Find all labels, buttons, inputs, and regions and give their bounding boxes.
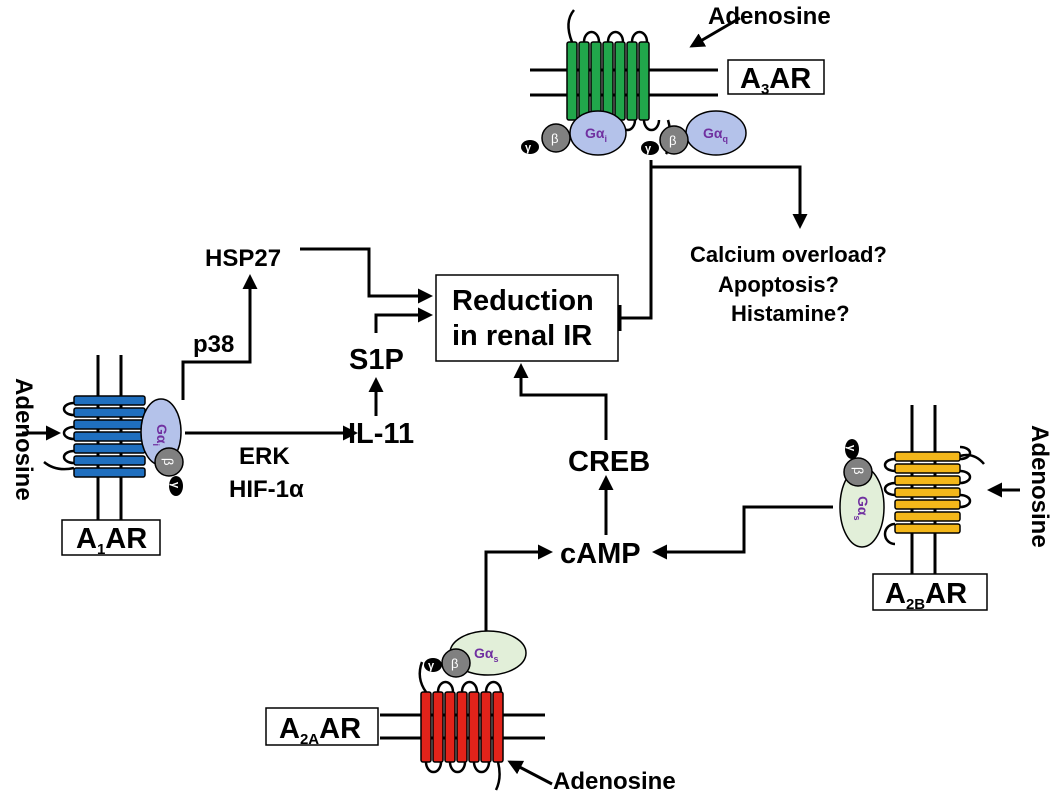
svg-text:β: β [551,131,558,146]
reduction-label-line1: Reduction [452,285,594,317]
a3-gaq-protein: Gαq β γ [641,110,747,156]
svg-text:γ: γ [428,660,435,672]
svg-text:Gαi: Gαi [151,424,170,446]
hif-label: HIF-1α [229,476,304,503]
a2bar-label-box [872,573,988,611]
creb-label: CREB [568,446,650,478]
calcium-overload-label: Calcium overload? [690,242,887,267]
a2a-gas-protein: Gαs β γ [424,630,527,678]
camp-label: cAMP [560,538,641,570]
a3ar-adenosine-arrow [689,16,741,48]
a1ar-receptor [43,355,157,538]
a2aar-receptor [380,661,545,791]
a1ar-helices [73,395,146,478]
a2aar-adenosine-label: Adenosine [553,768,676,792]
svg-text:Gαs: Gαs [852,496,871,521]
a3-inhibition-line [620,167,653,320]
svg-text:γ: γ [845,445,857,452]
a2aar-helices [420,691,504,763]
svg-text:Gαq: Gαq [703,125,728,144]
a2bar-receptor [883,405,985,582]
a1ar-adenosine-label: Adenosine [10,378,37,501]
a2aar-adenosine-arrow [507,760,553,786]
a3-to-calcium-arrow [649,160,808,229]
svg-text:β: β [669,133,676,148]
a2bar-label: A2BAR [885,578,967,613]
svg-text:β: β [161,458,176,465]
svg-text:γ: γ [645,143,652,155]
reduction-label-line2: in renal IR [452,320,592,352]
a2aar-label: A2AAR [279,713,361,748]
reduction-box [435,274,619,362]
a1-gai-protein: Gαi β γ [140,398,184,496]
a3-gai-protein: Gαi β γ [521,110,627,156]
il11-label: IL-11 [348,418,414,450]
s1p-label: S1P [349,344,404,376]
hsp27-label: HSP27 [205,245,281,272]
hsp27-to-reduction-arrow [300,247,433,304]
apoptosis-label: Apoptosis? [718,272,839,297]
a2bar-helices [894,451,961,534]
histamine-label: Histamine? [731,301,850,326]
a3ar-label-box [727,59,825,95]
a2bar-adenosine-label: Adenosine [1026,425,1050,548]
svg-text:β: β [451,656,458,671]
p38-label: p38 [193,331,234,358]
a2aar-label-box [265,707,379,746]
svg-text:Gαi: Gαi [585,125,607,144]
a3ar-receptor [530,9,718,155]
svg-text:γ: γ [169,482,181,489]
a3ar-label: A3AR [740,63,811,98]
erk-label: ERK [239,443,290,470]
a3ar-helices [566,41,650,121]
svg-text:β: β [851,467,866,474]
a1ar-label: A1AR [76,523,147,558]
svg-text:Gαs: Gαs [474,645,499,664]
a3ar-adenosine-label: Adenosine [708,3,831,30]
s1p-to-reduction-arrow [374,307,433,333]
a2a-to-camp-arrow [484,544,553,640]
a1-to-hsp27-arrow [181,274,258,400]
a2b-to-camp-arrow [652,505,833,560]
a1ar-label-box [61,519,161,556]
a2b-gas-protein: Gαs β γ [839,439,885,548]
creb-to-reduction-arrow [513,363,608,440]
svg-text:γ: γ [525,142,532,154]
